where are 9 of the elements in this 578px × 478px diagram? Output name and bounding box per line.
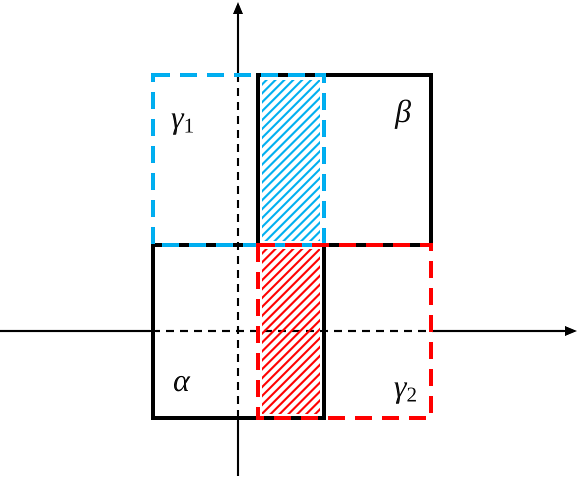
dashed-rectangle: [256, 243, 433, 420]
region-label: α: [173, 364, 190, 396]
region-label: γ$_{1}$: [171, 101, 194, 133]
dashed-rectangle: [151, 73, 326, 247]
region-label: β: [395, 95, 411, 127]
hatched-region: [262, 80, 320, 241]
region-label: γ$_{2}$: [394, 370, 417, 402]
solid-rectangle: [256, 73, 433, 247]
hatched-region: [262, 249, 320, 414]
